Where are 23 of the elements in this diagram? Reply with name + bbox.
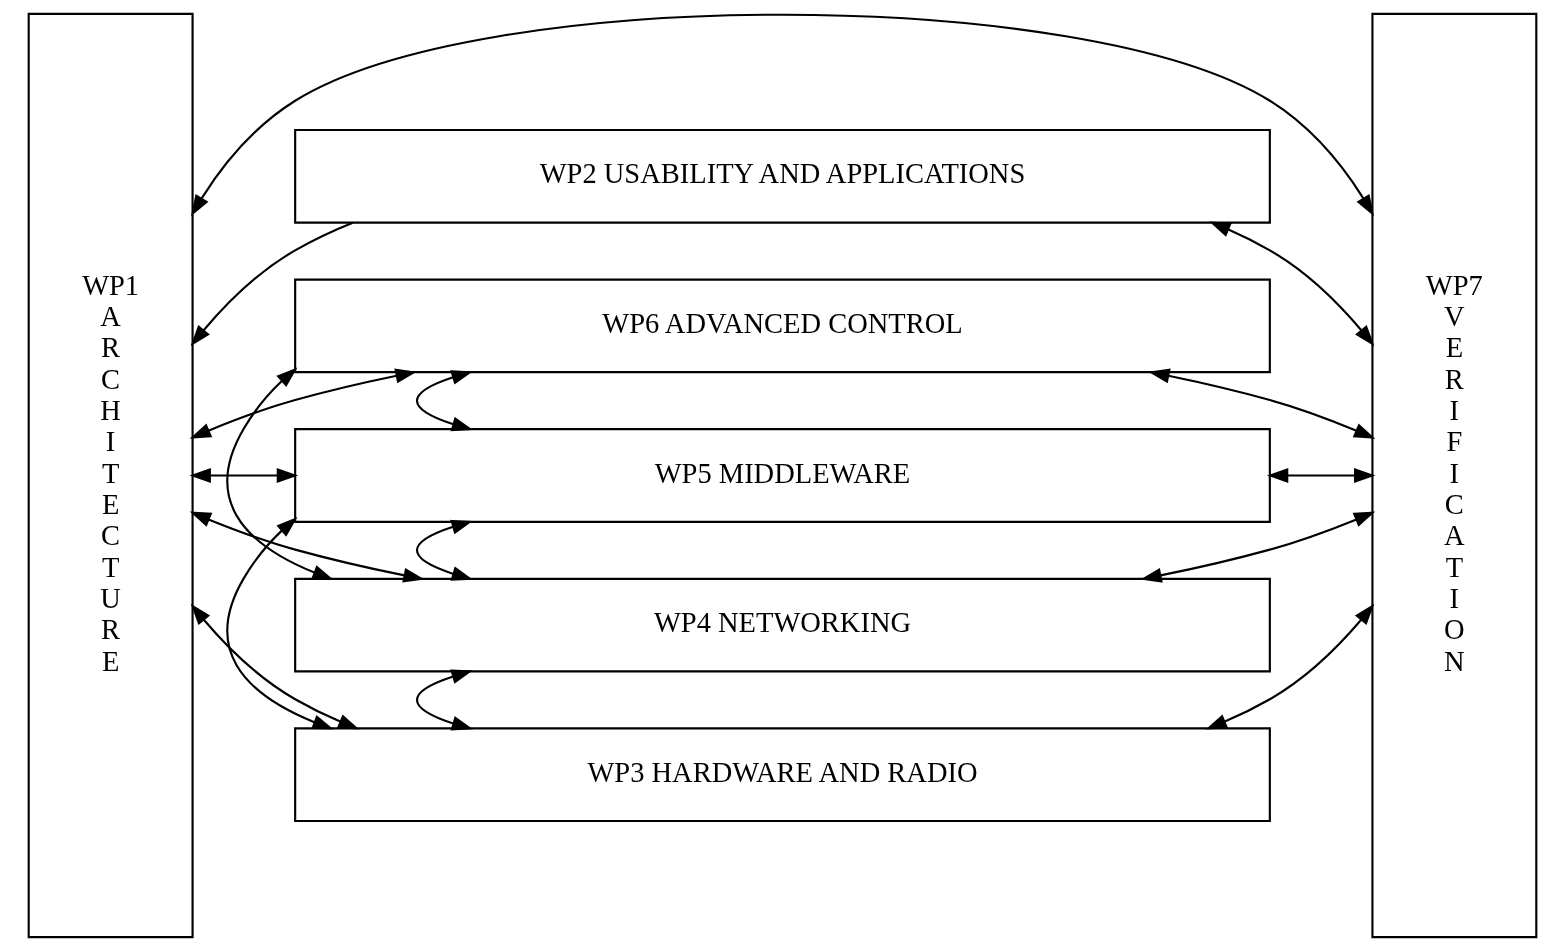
arrow — [416, 370, 474, 432]
arrow — [190, 221, 354, 347]
arrow — [416, 669, 474, 731]
arrow — [1209, 221, 1375, 347]
node-box: WP2 USABILITY AND APPLICATIONS — [294, 128, 1271, 224]
arrow — [189, 368, 417, 439]
arrow — [416, 519, 474, 581]
arrow — [1148, 368, 1376, 439]
node-box: WP4 NETWORKING — [294, 577, 1271, 673]
arrow — [189, 468, 299, 483]
node-box: WP1 A R C H I T E C T U R E — [27, 12, 194, 939]
arrow — [190, 603, 360, 730]
node-box: WP5 MIDDLEWARE — [294, 428, 1271, 523]
arrow — [1205, 603, 1375, 730]
node-box: WP3 HARDWARE AND RADIO — [294, 727, 1271, 823]
arrow — [189, 511, 425, 583]
arrow — [191, 13, 1374, 217]
node-box: WP6 ADVANCED CONTROL — [294, 278, 1271, 374]
arrow — [226, 517, 334, 730]
arrow — [1266, 468, 1376, 483]
node-box: WP7 V E R I F I C A T I O N — [1371, 12, 1538, 939]
arrow — [226, 367, 334, 580]
arrow — [1140, 511, 1376, 583]
